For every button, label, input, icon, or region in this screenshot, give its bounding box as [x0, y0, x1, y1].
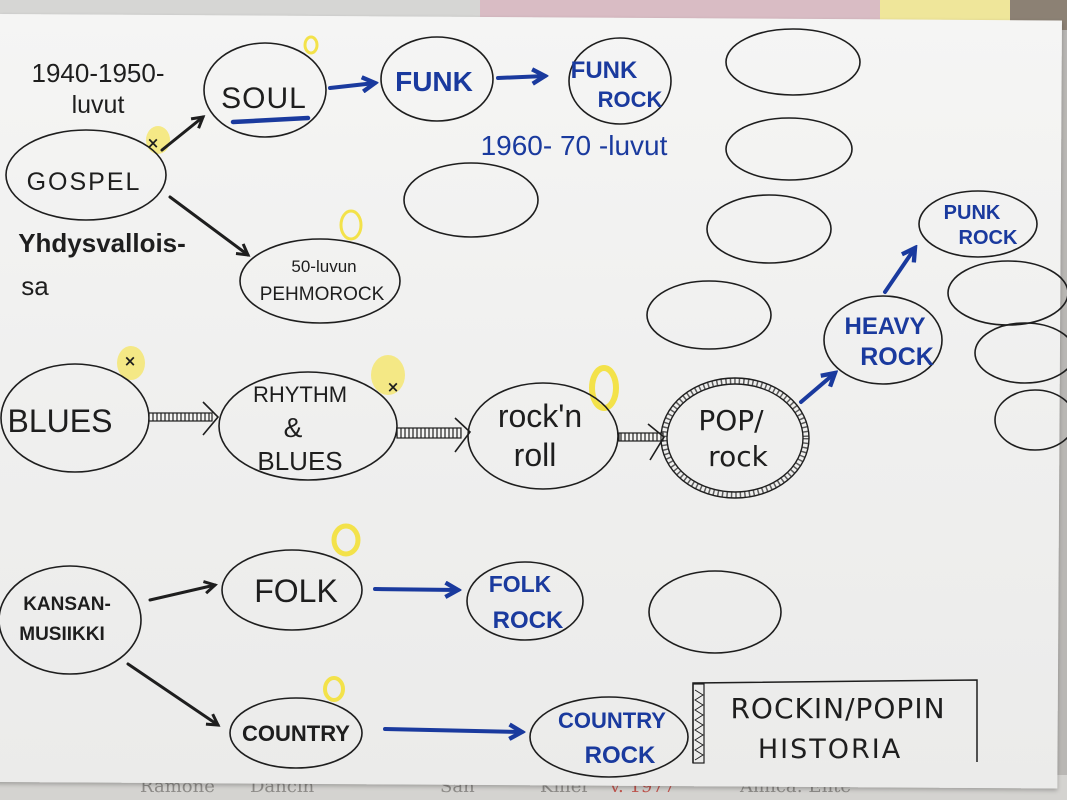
arrow-gospel-to-soul — [160, 115, 206, 152]
x-marker-blues: × — [124, 352, 137, 370]
arrow-rhythm-blues-to-rock-n-roll — [396, 417, 472, 453]
empty-node — [974, 322, 1067, 384]
hatched-arrows — [148, 401, 666, 461]
node-country-label: COUNTRY — [242, 721, 350, 746]
node-punk-rock-label: PUNK — [944, 202, 1001, 224]
node-heavy-rock-label-line2: ROCK — [860, 343, 934, 371]
blue-arrows — [328, 76, 915, 732]
node-country-rock-outline — [529, 696, 689, 778]
node-heavy-rock-outline — [823, 295, 943, 385]
node-country-outline — [229, 697, 363, 769]
node-rhythm-blues-label-line2: & — [284, 412, 303, 443]
x-markers: × × × — [124, 134, 400, 396]
node-pehmorock-label-line2: PEHMOROCK — [260, 284, 385, 305]
highlight-mark-blues — [117, 346, 145, 380]
highlight-mark-country — [323, 676, 345, 702]
node-outlines — [0, 28, 1067, 778]
node-funk-rock-label-line2: ROCK — [598, 87, 663, 112]
x-marker-rhythm-blues: × — [387, 378, 400, 396]
node-folk-rock-label: FOLK — [489, 571, 552, 597]
highlight-mark-rhythm-blues — [371, 355, 405, 395]
highlight-marks — [117, 35, 619, 702]
arrow-funk-to-funk-rock — [496, 76, 545, 78]
empty-node — [725, 28, 861, 96]
empty-node — [947, 260, 1067, 326]
node-pehmorock-label: 50-luvun — [291, 257, 356, 276]
node-country-rock-label-line2: ROCK — [585, 742, 656, 769]
arrow-soul-to-funk — [328, 83, 375, 88]
title-line1: ROCKIN/POPIN — [730, 692, 945, 725]
usa-label-line2: sa — [21, 271, 49, 301]
arrow-pop-rock-to-heavy-rock — [799, 373, 835, 404]
blue-labels: FUNK FUNK ROCK 1960- 70 -luvut HEAVY ROC… — [395, 57, 1018, 769]
node-funk-outline — [380, 36, 494, 122]
node-rhythm-blues-label: RHYTHM — [253, 382, 347, 407]
empty-node — [706, 194, 832, 264]
node-soul-outline — [203, 42, 327, 138]
node-kansanmusiikki-label: KANSAN- — [23, 594, 111, 615]
black-arrows — [126, 115, 251, 727]
empty-node — [725, 117, 853, 181]
highlight-mark-folk — [331, 523, 361, 557]
node-pehmorock-outline — [239, 238, 401, 324]
node-blues-label: BLUES — [8, 403, 113, 439]
node-punk-rock-outline — [918, 190, 1038, 258]
arrow-gospel-to-pehmorock — [168, 195, 251, 257]
arrow-heavy-rock-to-punk-rock — [883, 248, 915, 294]
era-1960-label: 1960- 70 -luvut — [481, 130, 668, 161]
node-heavy-rock-label: HEAVY — [845, 313, 926, 340]
node-soul-label: SOUL — [221, 82, 307, 115]
era-1940-label-line2: luvut — [72, 91, 125, 119]
node-punk-rock-label-line2: ROCK — [959, 227, 1018, 249]
node-rock-n-roll-label-line2: roll — [514, 437, 557, 473]
highlight-mark-soul — [303, 35, 319, 55]
node-folk-rock-label-line2: ROCK — [493, 607, 564, 634]
node-rock-n-roll-outline — [467, 382, 619, 490]
node-rhythm-blues-label-line3: BLUES — [257, 446, 342, 476]
black-labels: 1940-1950- luvut Yhdysvallois- sa GOSPEL… — [8, 58, 769, 746]
background-pink-paper — [480, 0, 950, 22]
era-1940-label: 1940-1950- — [32, 58, 165, 88]
node-pop-rock-label: POP/ — [698, 404, 764, 437]
title-line2: HISTORIA — [758, 734, 902, 765]
arrow-blues-to-rhythm-blues — [148, 401, 220, 436]
empty-node — [648, 570, 782, 654]
background-yellow-paper — [880, 0, 1010, 22]
arrow-rock-n-roll-to-pop-rock — [618, 423, 666, 461]
empty-node — [646, 280, 772, 350]
x-marker-gospel: × — [147, 134, 160, 152]
soul-underline — [230, 115, 311, 125]
node-kansanmusiikki-outline — [0, 565, 142, 675]
node-funk-rock-outline — [568, 37, 672, 125]
node-gospel-label: GOSPEL — [27, 168, 142, 196]
arrow-country-to-country-rock — [383, 729, 522, 732]
arrow-kansan-to-country — [126, 662, 221, 727]
empty-node — [994, 389, 1067, 451]
node-funk-rock-label: FUNK — [571, 57, 638, 84]
highlight-mark-pehmorock — [339, 209, 363, 241]
node-pop-rock-label-line2: rock — [708, 440, 768, 473]
node-pop-rock-outline — [660, 377, 810, 499]
node-rock-n-roll-label: rock'n — [498, 398, 582, 434]
node-rhythm-blues-outline — [218, 371, 398, 481]
highlight-mark-rock-n-roll — [589, 365, 619, 411]
node-folk-rock-outline — [466, 561, 584, 641]
usa-label: Yhdysvallois- — [18, 228, 186, 258]
empty-node — [403, 162, 539, 238]
node-kansanmusiikki-label-line2: MUSIIKKI — [19, 624, 105, 645]
title-box: ROCKIN/POPIN HISTORIA — [692, 679, 978, 765]
arrow-folk-to-folk-rock — [373, 589, 458, 590]
node-folk-outline — [221, 549, 363, 631]
arrow-kansan-to-folk — [148, 580, 218, 602]
node-gospel-outline — [5, 129, 167, 221]
node-folk-label: FOLK — [254, 573, 338, 609]
node-country-rock-label: COUNTRY — [558, 708, 666, 733]
node-funk-label: FUNK — [395, 66, 473, 97]
